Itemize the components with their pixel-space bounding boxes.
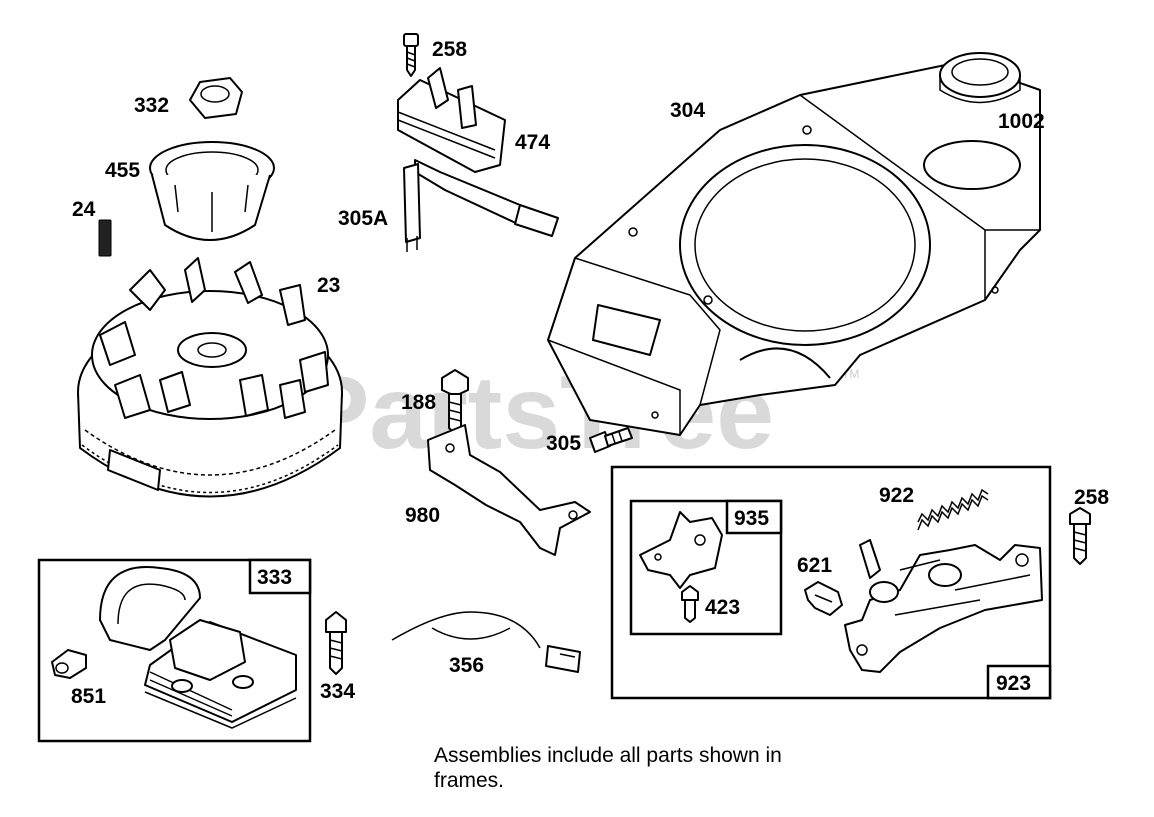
label-1002: 1002 bbox=[998, 110, 1045, 133]
label-333: 333 bbox=[257, 566, 292, 589]
key-part-24[interactable] bbox=[98, 219, 112, 257]
screw-part-258-right[interactable] bbox=[1069, 507, 1091, 565]
screw-part-423[interactable] bbox=[681, 585, 699, 623]
label-304: 304 bbox=[670, 99, 705, 122]
label-305a: 305A bbox=[338, 207, 388, 230]
assembly-note-line-2: frames. bbox=[434, 769, 504, 792]
spacer-part-305a[interactable] bbox=[403, 163, 421, 252]
label-23: 23 bbox=[317, 274, 340, 297]
clip-part-621[interactable] bbox=[804, 581, 843, 616]
label-258-top: 258 bbox=[432, 38, 467, 61]
label-334: 334 bbox=[320, 680, 355, 703]
starter-cup-part-455[interactable] bbox=[149, 141, 275, 241]
spring-part-922[interactable] bbox=[917, 488, 989, 531]
label-423: 423 bbox=[705, 596, 740, 619]
label-851: 851 bbox=[71, 685, 106, 708]
stop-switch-part-474[interactable] bbox=[397, 67, 559, 237]
assembly-tag-923 bbox=[986, 664, 1052, 700]
assembly-frame-333[interactable] bbox=[37, 558, 312, 743]
label-188: 188 bbox=[401, 391, 436, 414]
screw-part-258-top[interactable] bbox=[403, 33, 419, 77]
screw-part-305[interactable] bbox=[589, 427, 633, 453]
grommet-part-1002[interactable] bbox=[939, 52, 1021, 104]
label-935: 935 bbox=[734, 507, 769, 530]
nut-part-332[interactable] bbox=[189, 77, 243, 119]
label-24: 24 bbox=[72, 198, 96, 221]
blower-housing-part-304[interactable] bbox=[547, 61, 1041, 436]
label-923: 923 bbox=[996, 672, 1031, 695]
screw-part-334[interactable] bbox=[325, 611, 347, 675]
label-922: 922 bbox=[879, 484, 914, 507]
label-455: 455 bbox=[105, 159, 140, 182]
assembly-frame-923[interactable] bbox=[610, 465, 1052, 700]
spark-plug-terminal-part-851[interactable] bbox=[51, 649, 87, 679]
ignition-armature-part-333[interactable] bbox=[99, 566, 297, 729]
governor-control-plate[interactable] bbox=[844, 539, 1043, 673]
bolt-part-188[interactable] bbox=[441, 369, 469, 435]
ground-wire-part-356[interactable] bbox=[391, 611, 581, 673]
assembly-frame-935[interactable] bbox=[629, 499, 783, 636]
label-980: 980 bbox=[405, 504, 440, 527]
label-305: 305 bbox=[546, 432, 581, 455]
assembly-note-line-1: Assemblies include all parts shown in bbox=[434, 744, 782, 767]
assembly-tag-935 bbox=[725, 499, 783, 535]
label-474: 474 bbox=[515, 131, 550, 154]
bracket-part-980[interactable] bbox=[427, 424, 591, 556]
governor-bracket-part-935[interactable] bbox=[639, 511, 723, 589]
label-621: 621 bbox=[797, 554, 832, 577]
assembly-tag-333 bbox=[248, 558, 312, 595]
label-332: 332 bbox=[134, 94, 169, 117]
label-356: 356 bbox=[449, 654, 484, 677]
label-258-right: 258 bbox=[1074, 486, 1109, 509]
flywheel-part-23[interactable] bbox=[77, 257, 343, 498]
